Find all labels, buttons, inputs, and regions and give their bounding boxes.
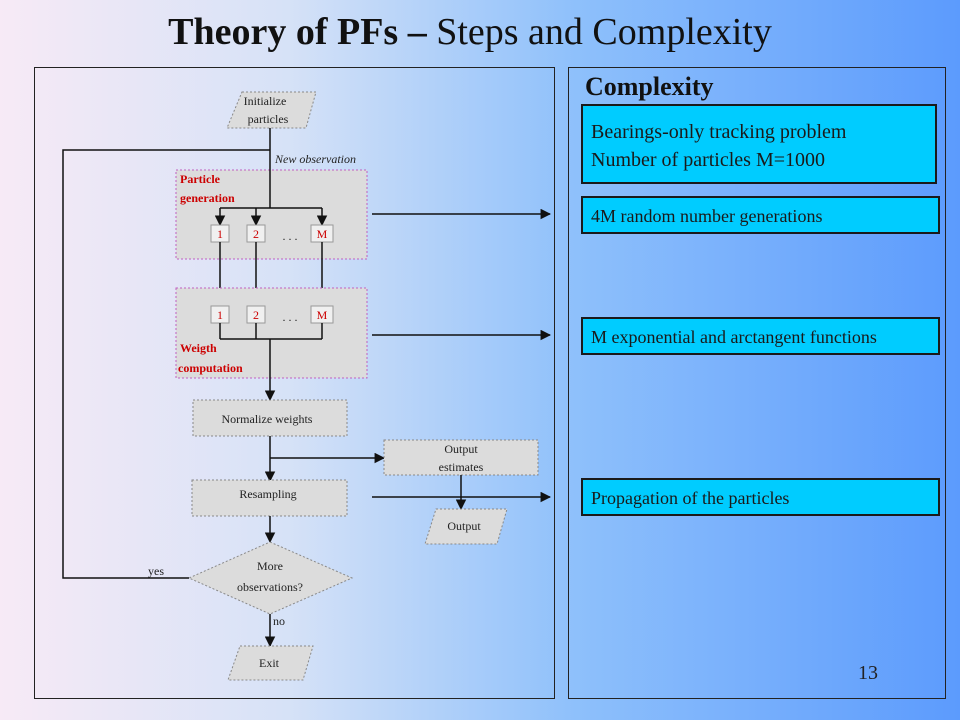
weight-ellipsis: . . . xyxy=(283,310,298,324)
decision-label-2: observations? xyxy=(237,580,303,594)
initialize-particles-shape xyxy=(226,91,317,129)
initialize-label-2: particles xyxy=(248,112,289,126)
output-estimates-box xyxy=(383,439,539,476)
particle-generation-group xyxy=(175,169,368,260)
particle-generation-label-2: generation xyxy=(180,191,235,205)
complexity-title: Complexity xyxy=(585,72,714,101)
normalize-weights-label: Normalize weights xyxy=(222,412,313,426)
weight-computation-group xyxy=(175,287,368,379)
more-observations-decision xyxy=(187,541,354,615)
initialize-label-1: Initialize xyxy=(244,94,287,108)
weight-label-1: 1 xyxy=(217,308,223,322)
complexity-item-generation-text: 4M random number generations xyxy=(591,206,823,226)
problem-line-1: Bearings-only tracking problem xyxy=(591,121,847,143)
generation-label-1: 1 xyxy=(217,227,223,241)
complexity-item-weights: M exponential and arctangent functions xyxy=(581,317,940,355)
generation-label-2: 2 xyxy=(253,227,259,241)
decision-label-1: More xyxy=(257,559,283,573)
problem-line-2: Number of particles M=1000 xyxy=(591,149,826,171)
normalize-weights-box xyxy=(192,399,348,437)
complexity-item-weights-text: M exponential and arctangent functions xyxy=(591,327,877,347)
output-estimates-label-2: estimates xyxy=(439,460,484,474)
exit-shape xyxy=(227,645,314,681)
resampling-label: Resampling xyxy=(239,487,296,501)
output-estimates-label-1: Output xyxy=(444,442,478,456)
weight-computation-label-2: computation xyxy=(178,361,243,375)
complexity-panel xyxy=(568,67,946,699)
no-label: no xyxy=(273,614,285,628)
weight-label-2: 2 xyxy=(253,308,259,322)
complexity-item-generation: 4M random number generations xyxy=(581,196,940,234)
weight-computation-label-1: Weigth xyxy=(180,341,217,355)
complexity-item-resampling-text: Propagation of the particles xyxy=(591,488,790,508)
output-shape xyxy=(424,508,508,545)
slide-title-bold: Theory of PFs xyxy=(168,11,399,53)
resampling-box xyxy=(191,479,348,517)
slide-title: Theory of PFs – Steps and Complexity xyxy=(0,10,940,54)
complexity-item-resampling: Propagation of the particles xyxy=(581,478,940,516)
generation-label-m: M xyxy=(317,227,328,241)
flowchart-panel xyxy=(34,67,555,699)
generation-ellipsis: . . . xyxy=(283,229,298,243)
problem-description-box: Bearings-only tracking problem Number of… xyxy=(581,104,937,184)
slide-title-rest: Steps and Complexity xyxy=(436,11,772,53)
yes-label: yes xyxy=(148,564,164,578)
weight-label-m: M xyxy=(317,308,328,322)
page-number: 13 xyxy=(858,662,878,684)
output-label: Output xyxy=(447,519,481,533)
new-observation-label: New observation xyxy=(274,152,356,166)
particle-generation-label-1: Particle xyxy=(180,172,221,186)
slide-title-dash: – xyxy=(398,11,437,53)
exit-label: Exit xyxy=(259,656,280,670)
